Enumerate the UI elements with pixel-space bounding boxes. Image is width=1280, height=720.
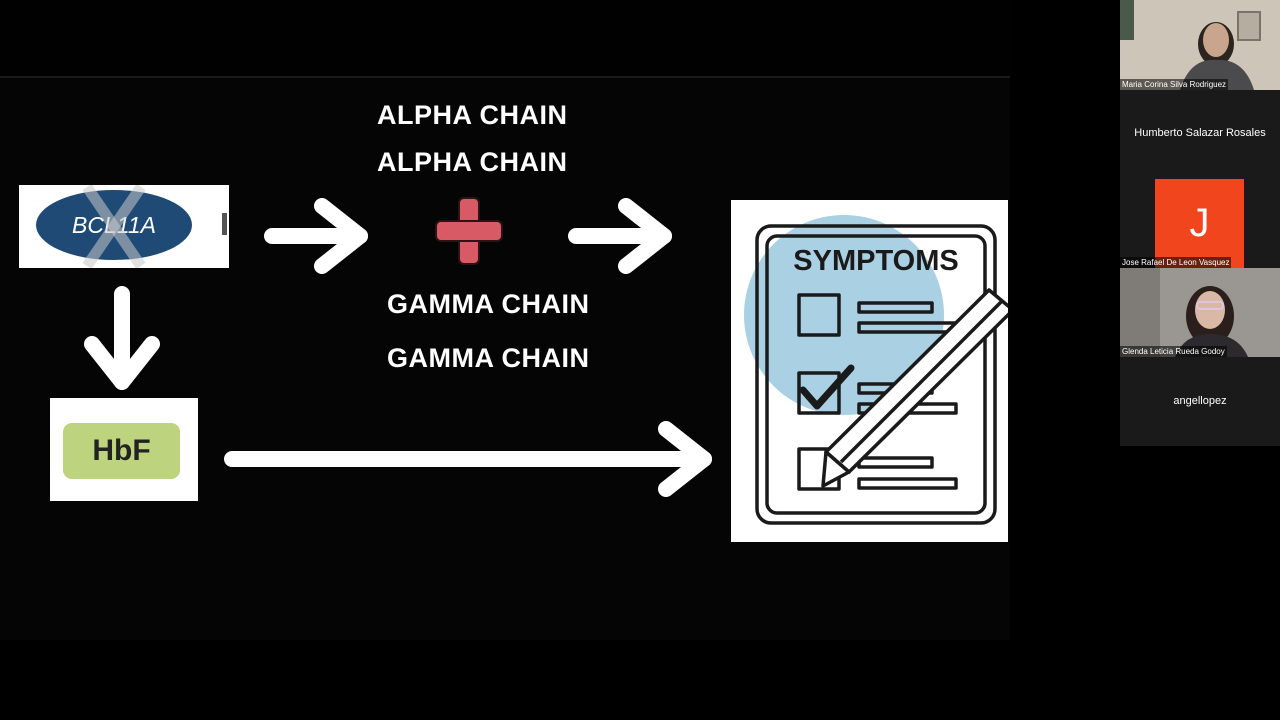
gamma-chain-label-1: GAMMA CHAIN: [387, 289, 590, 319]
participant-name-2: Humberto Salazar Rosales: [1134, 127, 1266, 139]
symptoms-title: SYMPTOMS: [793, 245, 958, 277]
participant-video-4: [1120, 268, 1280, 357]
participant-avatar: J: [1155, 179, 1244, 268]
symptoms-background-circle: [744, 215, 944, 415]
arrow-right-1: [264, 198, 368, 274]
checkmark-icon: [799, 364, 855, 410]
diagram-arrows: [84, 198, 712, 497]
participant-name-1: Maria Corina Silva Rodriguez: [1120, 79, 1229, 90]
bcl11a-cut-glyph: [222, 213, 227, 235]
slide-top-band: [0, 0, 1010, 78]
arrow-right-long: [224, 421, 712, 497]
alpha-chain-label-1: ALPHA CHAIN: [377, 100, 568, 130]
clipboard-inner: [765, 234, 987, 515]
line-3b: [857, 477, 958, 490]
pencil-icon: [821, 288, 1008, 488]
symptoms-checklist: SYMPTOMS: [731, 200, 1008, 542]
participant-tile-3[interactable]: J Jose Rafael De Leon Vasquez: [1120, 179, 1280, 268]
checkbox-1: [797, 293, 841, 337]
plus-icon: [435, 197, 503, 265]
line-3a: [857, 456, 934, 469]
shared-screen: BCL11A: [0, 0, 1010, 542]
participant-tile-2[interactable]: Humberto Salazar Rosales: [1120, 90, 1280, 179]
alpha-chain-label-2: ALPHA CHAIN: [377, 147, 568, 177]
participant-name-3: Jose Rafael De Leon Vasquez: [1120, 257, 1232, 268]
hbf-box: HbF: [50, 398, 198, 501]
checkbox-2: [797, 371, 841, 415]
gamma-chain-label-2: GAMMA CHAIN: [387, 343, 590, 373]
clipboard-outer: [755, 224, 997, 525]
participant-tile-4[interactable]: Glenda Leticia Rueda Godoy: [1120, 268, 1280, 357]
participant-video-1: [1120, 0, 1280, 90]
arrow-right-2: [568, 198, 672, 274]
participant-name-4: Glenda Leticia Rueda Godoy: [1120, 346, 1227, 357]
participant-tile-5[interactable]: angellopez: [1120, 357, 1280, 446]
hbf-label: HbF: [63, 423, 180, 479]
bcl11a-logo: BCL11A: [19, 185, 229, 268]
line-1a: [857, 301, 934, 314]
participants-gallery: Maria Corina Silva Rodriguez Humberto Sa…: [1120, 0, 1280, 720]
cross-line-2: [82, 185, 146, 268]
participant-tile-1[interactable]: Maria Corina Silva Rodriguez: [1120, 0, 1280, 90]
arrow-down: [84, 286, 160, 390]
participant-name-5: angellopez: [1173, 395, 1227, 407]
